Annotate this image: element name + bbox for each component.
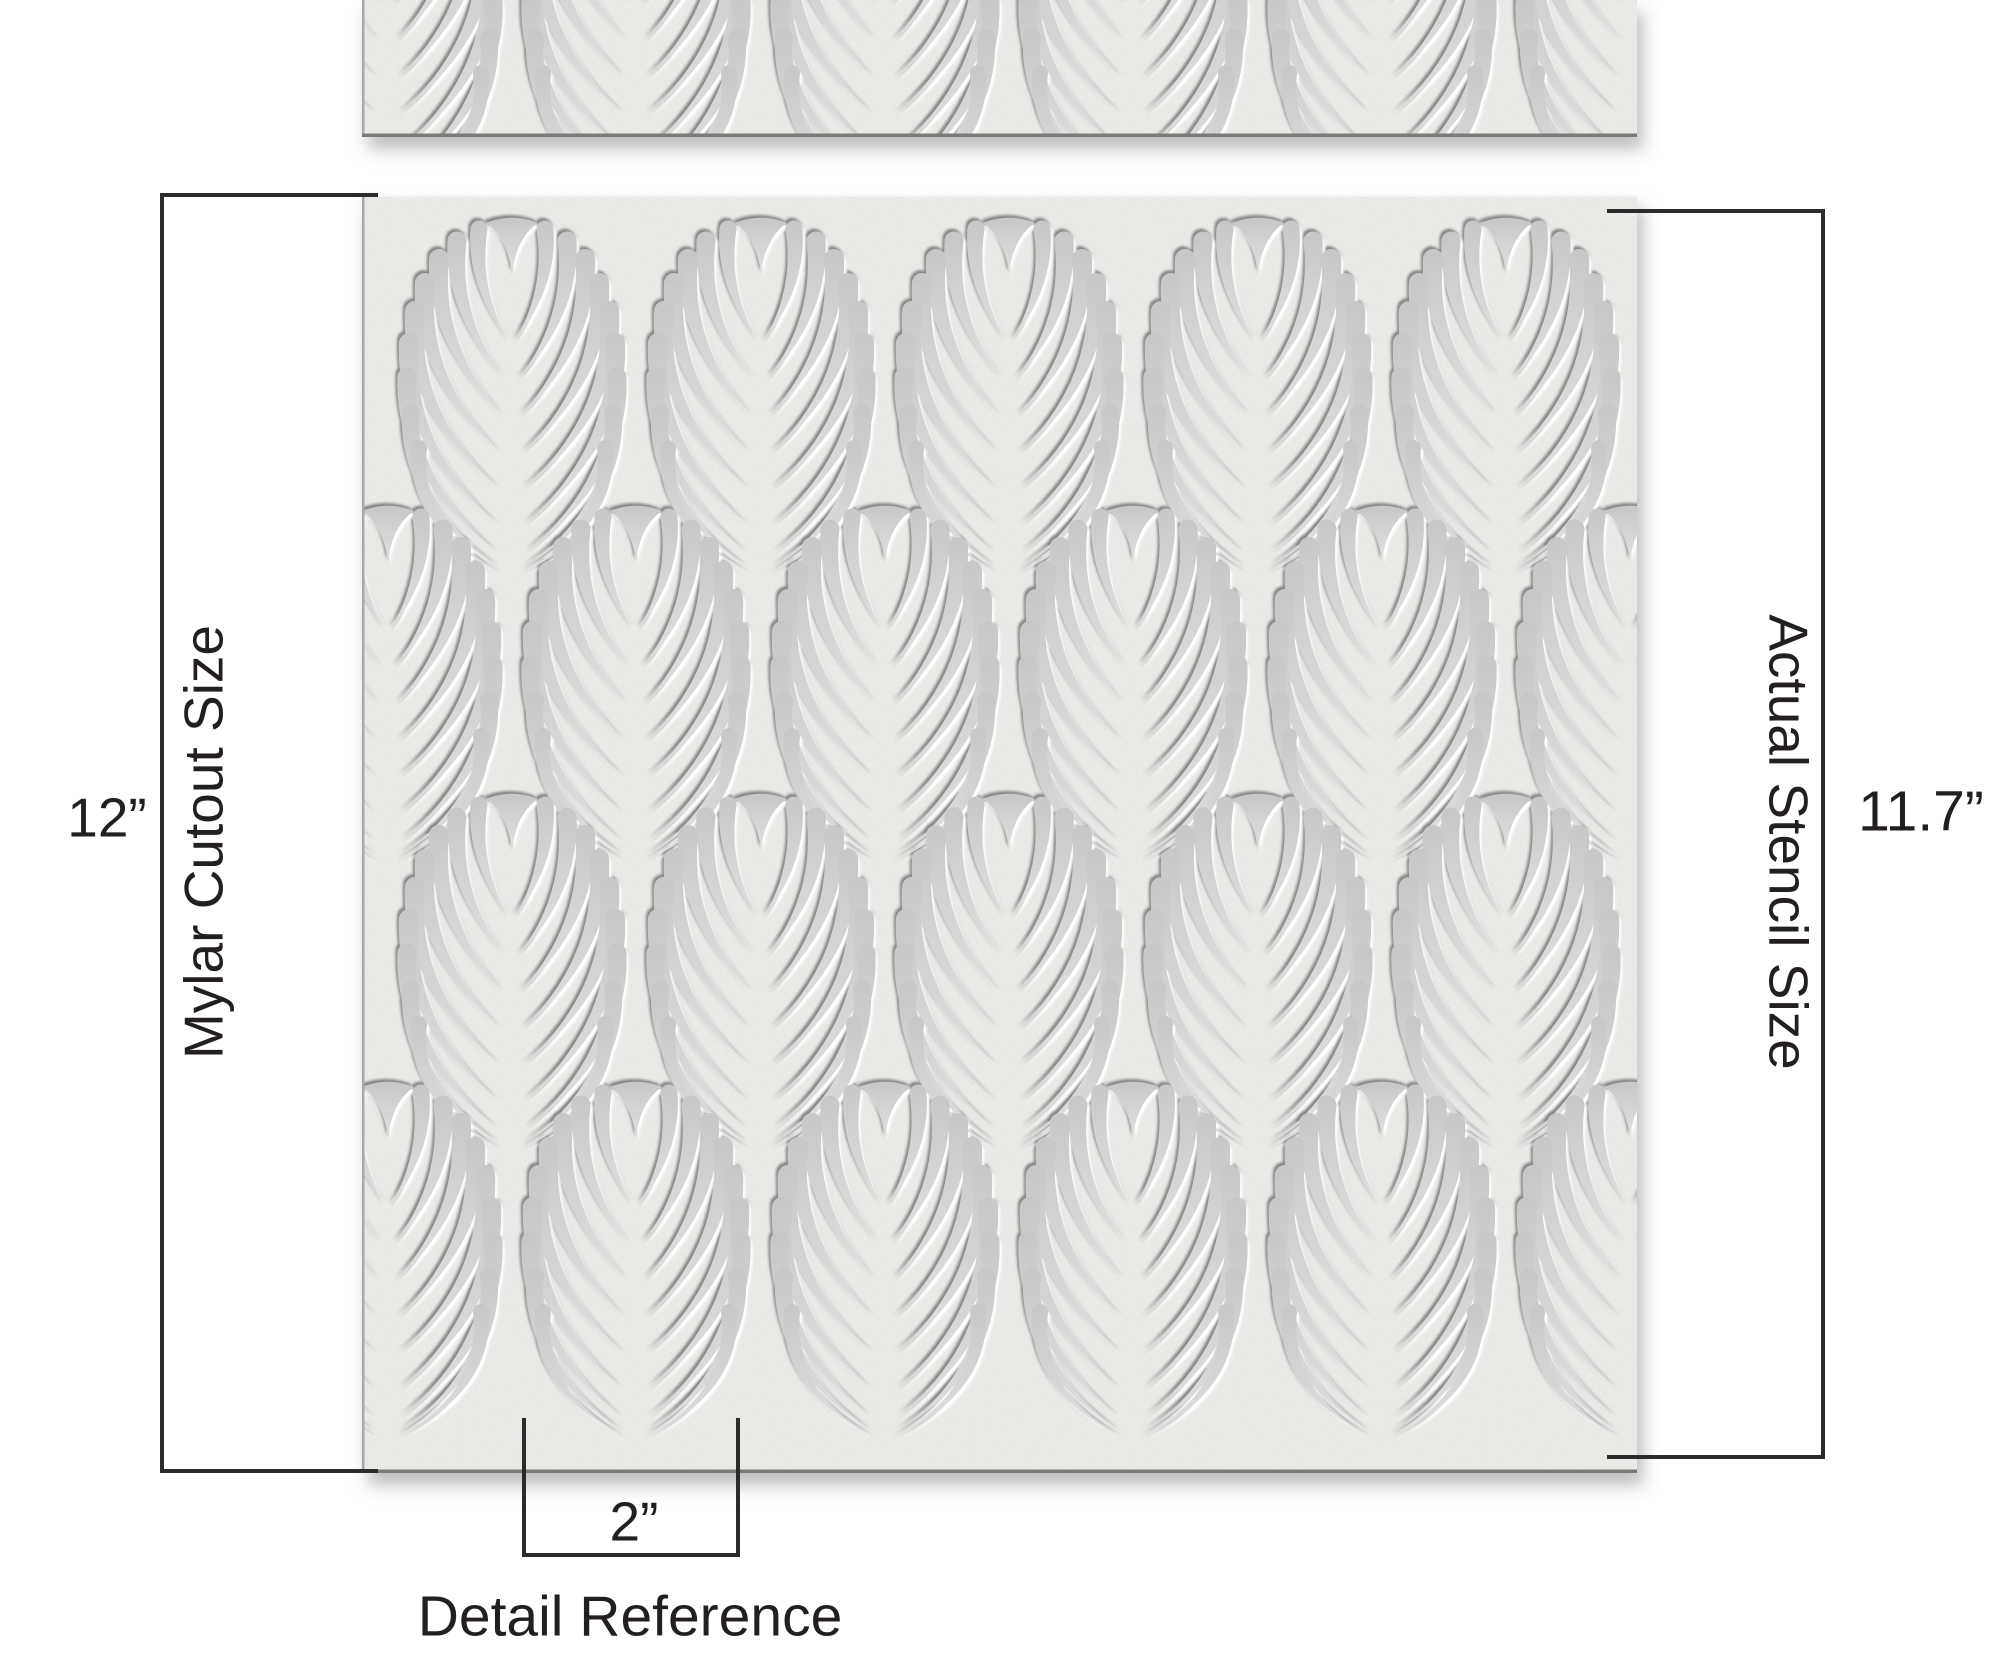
dimension-bracket-detail-width [522,1418,740,1557]
dimension-bracket-mylar-height [160,193,378,1473]
stencil-pattern-svg [362,0,1637,137]
stencil-sheet-main [362,195,1637,1473]
stencil-sheet-top-partial [362,0,1637,137]
actual-size-value: 11.7” [1858,779,1984,844]
stencil-left-edge [362,195,365,1473]
mylar-size-value: 12” [67,786,147,849]
stencil-bottom-edge [362,1469,1637,1473]
detail-reference-value: 2” [609,1490,659,1553]
mylar-size-label: Mylar Cutout Size [172,624,235,1060]
stencil-left-edge [362,0,365,137]
stencil-pattern-svg [362,195,1637,1473]
stencil-bottom-edge [362,133,1637,137]
detail-reference-label: Detail Reference [417,1584,843,1649]
dimension-bracket-stencil-height [1607,209,1825,1459]
actual-size-label: Actual Stencil Size [1757,614,1820,1070]
